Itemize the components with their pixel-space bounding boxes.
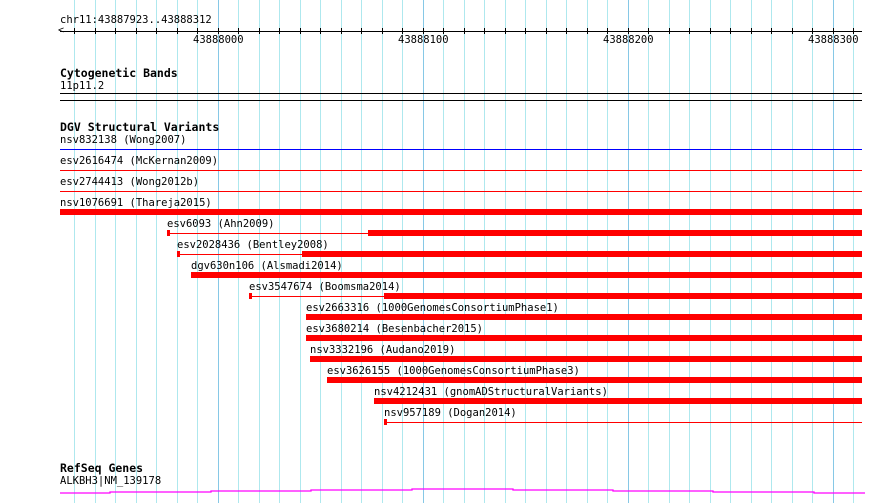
- variant-label[interactable]: esv2028436 (Bentley2008): [177, 239, 329, 251]
- ruler-tick: [669, 28, 670, 34]
- ruler-tick: [115, 28, 116, 34]
- ruler-tick: [546, 28, 547, 34]
- ruler-tick: [197, 28, 198, 34]
- ruler-tick: [566, 28, 567, 34]
- track-divider: [60, 100, 862, 101]
- variant-end-cap[interactable]: [384, 419, 387, 425]
- variant-label[interactable]: esv6093 (Ahn2009): [167, 218, 275, 230]
- ruler-tick: [771, 28, 772, 34]
- ruler-tick: [218, 28, 219, 34]
- ruler-tick: [751, 28, 752, 34]
- grid-line: [279, 0, 280, 503]
- ruler-tick: [279, 28, 280, 34]
- variant-bar[interactable]: [60, 209, 862, 215]
- ruler-line: [60, 31, 862, 32]
- cytoband-bar[interactable]: [60, 93, 862, 94]
- variant-label[interactable]: nsv1076691 (Thareja2015): [60, 197, 212, 209]
- scroll-left-arrow-icon[interactable]: <: [58, 25, 65, 36]
- ruler-tick: [382, 28, 383, 34]
- cytoband-track-title: Cytogenetic Bands: [60, 66, 178, 80]
- variant-label[interactable]: nsv3332196 (Audano2019): [310, 344, 456, 356]
- variant-label[interactable]: nsv832138 (Wong2007): [60, 134, 187, 146]
- variant-label[interactable]: nsv957189 (Dogan2014): [384, 407, 517, 419]
- variant-bar[interactable]: [327, 377, 862, 383]
- ruler-tick: [443, 28, 444, 34]
- ruler-tick: [648, 28, 649, 34]
- cytoband-label[interactable]: 11p11.2: [60, 80, 105, 92]
- ruler-tick: [156, 28, 157, 34]
- ruler-tick: [177, 28, 178, 34]
- variant-bar[interactable]: [368, 230, 862, 236]
- ruler-tick: [464, 28, 465, 34]
- variant-bar[interactable]: [384, 293, 862, 299]
- grid-line: [156, 0, 157, 503]
- variant-label[interactable]: esv3547674 (Boomsma2014): [249, 281, 401, 293]
- ruler-tick: [136, 28, 137, 34]
- grid-line: [95, 0, 96, 503]
- ruler-tick: [607, 28, 608, 34]
- ruler-tick: [689, 28, 690, 34]
- variant-end-cap[interactable]: [177, 251, 180, 257]
- ruler-tick: [628, 28, 629, 34]
- ruler-tick: [833, 28, 834, 34]
- variant-line[interactable]: [60, 191, 862, 192]
- variant-label[interactable]: esv2616474 (McKernan2009): [60, 155, 219, 167]
- ruler-tick: [300, 28, 301, 34]
- location-label: chr11:43887923..43888312: [60, 14, 212, 26]
- ruler-tick: [525, 28, 526, 34]
- variant-bar[interactable]: [306, 314, 862, 320]
- variant-bar[interactable]: [302, 251, 862, 257]
- variant-label[interactable]: nsv4212431 (gnomADStructuralVariants): [374, 386, 608, 398]
- ruler-tick: [853, 28, 854, 34]
- ruler-tick: [402, 28, 403, 34]
- ruler-tick: [320, 28, 321, 34]
- grid-line: [259, 0, 260, 503]
- grid-line: [136, 0, 137, 503]
- variant-end-cap[interactable]: [167, 230, 170, 236]
- ruler-tick: [505, 28, 506, 34]
- ruler-tick-label: 43888000: [193, 34, 244, 46]
- variant-bar[interactable]: [310, 356, 862, 362]
- grid-line: [218, 0, 219, 503]
- grid-line: [74, 0, 75, 503]
- gene-label[interactable]: ALKBH3|NM_139178: [60, 475, 162, 487]
- ruler-tick: [95, 28, 96, 34]
- grid-line: [238, 0, 239, 503]
- variant-bar[interactable]: [306, 335, 862, 341]
- variant-label[interactable]: esv2744413 (Wong2012b): [60, 176, 200, 188]
- ruler-tick: [341, 28, 342, 34]
- variant-label[interactable]: esv2663316 (1000GenomesConsortiumPhase1): [306, 302, 559, 314]
- ruler-tick: [730, 28, 731, 34]
- variant-line[interactable]: [384, 422, 862, 423]
- variant-label[interactable]: esv3680214 (Besenbacher2015): [306, 323, 484, 335]
- ruler-tick: [587, 28, 588, 34]
- ruler-tick: [423, 28, 424, 34]
- ruler-tick-label: 43888200: [603, 34, 654, 46]
- variant-bar[interactable]: [374, 398, 862, 404]
- variant-end-cap[interactable]: [249, 293, 252, 299]
- variant-line[interactable]: [60, 170, 862, 171]
- ruler-tick: [74, 28, 75, 34]
- ruler-tick: [259, 28, 260, 34]
- ruler-tick: [361, 28, 362, 34]
- ruler-tick-label: 43888300: [808, 34, 859, 46]
- ruler-tick: [710, 28, 711, 34]
- variant-label[interactable]: esv3626155 (1000GenomesConsortiumPhase3): [327, 365, 580, 377]
- grid-line: [300, 0, 301, 503]
- dgv-track-title: DGV Structural Variants: [60, 120, 220, 134]
- ruler-tick: [238, 28, 239, 34]
- ruler-tick: [792, 28, 793, 34]
- ruler-tick-label: 43888100: [398, 34, 449, 46]
- refseq-track-title: RefSeq Genes: [60, 461, 144, 475]
- grid-line: [115, 0, 116, 503]
- grid-line: [197, 0, 198, 503]
- gene-line: [60, 488, 865, 494]
- ruler-tick: [812, 28, 813, 34]
- variant-bar[interactable]: [191, 272, 862, 278]
- variant-line[interactable]: [60, 149, 862, 150]
- ruler-tick: [484, 28, 485, 34]
- variant-label[interactable]: dgv630n106 (Alsmadi2014): [191, 260, 343, 272]
